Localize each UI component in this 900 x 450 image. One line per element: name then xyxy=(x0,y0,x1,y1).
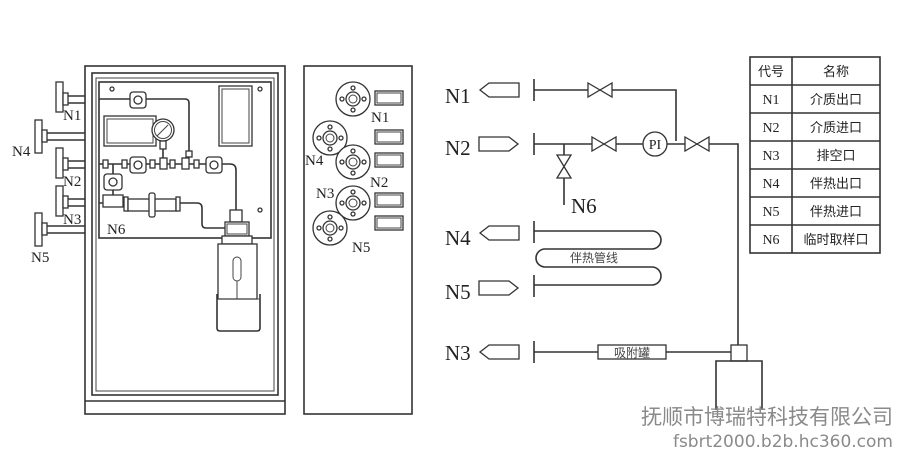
legend-row-code: N3 xyxy=(762,149,779,164)
adsorber-label: 吸附罐 xyxy=(614,346,650,360)
mounting-plate xyxy=(98,81,272,239)
port-label-n5: N5 xyxy=(445,280,471,304)
side-label-n1: N1 xyxy=(371,110,389,126)
adsorber-tank xyxy=(597,344,667,360)
flange-n3 xyxy=(55,185,85,217)
port-label-n3: N3 xyxy=(445,341,471,365)
label-n1: N1 xyxy=(63,108,81,124)
label-n2: N2 xyxy=(63,174,81,190)
legend-row-name: 介质进口 xyxy=(810,121,862,136)
fitting-icon xyxy=(102,150,200,170)
legend-row-code: N5 xyxy=(762,205,779,220)
screw-icon xyxy=(257,86,263,92)
legend-row-name: 伴热出口 xyxy=(810,177,862,192)
flange-face-icon xyxy=(335,185,371,221)
heat-trace-label: 伴热管线 xyxy=(570,250,618,265)
legend-row-code: N4 xyxy=(762,177,779,192)
side-label-n5: N5 xyxy=(352,240,370,256)
valve-icon xyxy=(129,91,147,109)
arrow-out-icon xyxy=(478,225,520,241)
port-label-n4: N4 xyxy=(445,226,471,250)
arrow-out-icon xyxy=(478,82,520,98)
port-label-n1: N1 xyxy=(445,84,471,108)
legend-row-code: N1 xyxy=(762,93,779,108)
cabinet-outer-frame xyxy=(84,65,286,415)
nameplate-vertical xyxy=(218,85,253,147)
flange-n4 xyxy=(34,119,85,154)
cabinet-front-view: N1 N4 N2 N3 N5 N6 xyxy=(12,65,286,415)
label-n3: N3 xyxy=(63,212,81,228)
flange-face-icon xyxy=(335,144,371,180)
filter-icon xyxy=(102,192,181,218)
pi-label: PI xyxy=(649,138,662,153)
legend-row-name: 临时取样口 xyxy=(803,233,868,248)
flange-n2 xyxy=(55,147,85,179)
side-label-n2: N2 xyxy=(370,175,388,191)
sample-vessel xyxy=(715,360,763,410)
flange-n5 xyxy=(34,212,85,247)
cabinet-door-frame xyxy=(91,72,279,396)
pressure-gauge-icon xyxy=(151,118,175,150)
valve-icon xyxy=(555,154,573,179)
pipe-n2 xyxy=(534,143,739,345)
side-nameplate xyxy=(374,192,404,208)
valve-icon xyxy=(205,156,223,174)
flange-face-icon xyxy=(312,120,348,156)
watermark-company: 抚顺市博瑞特科技有限公司 xyxy=(641,405,893,429)
label-n5: N5 xyxy=(31,250,49,266)
sample-cylinder xyxy=(216,209,261,332)
label-n6: N6 xyxy=(107,222,126,238)
side-label-n4: N4 xyxy=(305,153,324,169)
legend-table-frame xyxy=(749,56,881,254)
vessel-neck xyxy=(730,344,748,362)
screw-icon xyxy=(109,86,115,92)
cabinet-side-view: N1 N4 N2 N3 N5 xyxy=(303,65,413,415)
valve-icon xyxy=(129,156,147,174)
arrow-in-icon xyxy=(478,280,520,296)
valve-icon xyxy=(591,135,617,153)
valve-icon xyxy=(103,173,123,191)
valve-icon xyxy=(684,135,710,153)
label-n4: N4 xyxy=(12,144,31,160)
nameplate xyxy=(103,115,157,147)
side-nameplate xyxy=(374,129,404,145)
legend-row-name: 排空口 xyxy=(816,149,855,164)
valve-icon xyxy=(587,81,613,99)
legend-header-name: 名称 xyxy=(823,64,849,80)
port-label-n2: N2 xyxy=(445,136,471,160)
watermark-url: fsbrt2000.b2b.hc360.com xyxy=(673,432,893,450)
flange-n1 xyxy=(55,81,85,113)
heat-trace-line xyxy=(534,230,662,286)
sample-port-label: N6 xyxy=(571,194,597,218)
side-nameplate xyxy=(374,90,404,106)
legend-row-name: 伴热进口 xyxy=(810,205,862,220)
side-nameplate xyxy=(374,152,404,168)
side-label-n3: N3 xyxy=(316,186,334,202)
legend-header-code: 代号 xyxy=(758,65,784,80)
legend-row-code: N6 xyxy=(762,233,779,248)
cabinet-inner-frame xyxy=(95,77,275,392)
flange-face-icon xyxy=(312,210,348,246)
flange-face-icon xyxy=(335,81,371,117)
pipe-n1 xyxy=(534,89,677,141)
side-nameplate xyxy=(374,215,404,231)
tubing-main xyxy=(99,163,237,216)
arrow-in-icon xyxy=(478,136,520,152)
pressure-indicator-icon xyxy=(642,131,668,157)
arrow-out-icon xyxy=(478,344,520,360)
legend-table: 代号 名称 N1 介质出口 N2 介质进口 N3 排空口 N4 伴热出口 N5 伴热进口 N6 临时取样口 xyxy=(749,56,881,254)
screw-icon xyxy=(257,207,263,213)
legend-row-name: 介质出口 xyxy=(810,93,862,108)
tubing-n1 xyxy=(99,98,190,156)
legend-row-code: N2 xyxy=(762,121,779,136)
tubing-filter-out xyxy=(180,202,228,229)
piping-schematic: N1 N2 N4 N5 N3 PI N6 伴热管线 xyxy=(445,79,763,410)
side-panel-frame xyxy=(303,65,413,415)
